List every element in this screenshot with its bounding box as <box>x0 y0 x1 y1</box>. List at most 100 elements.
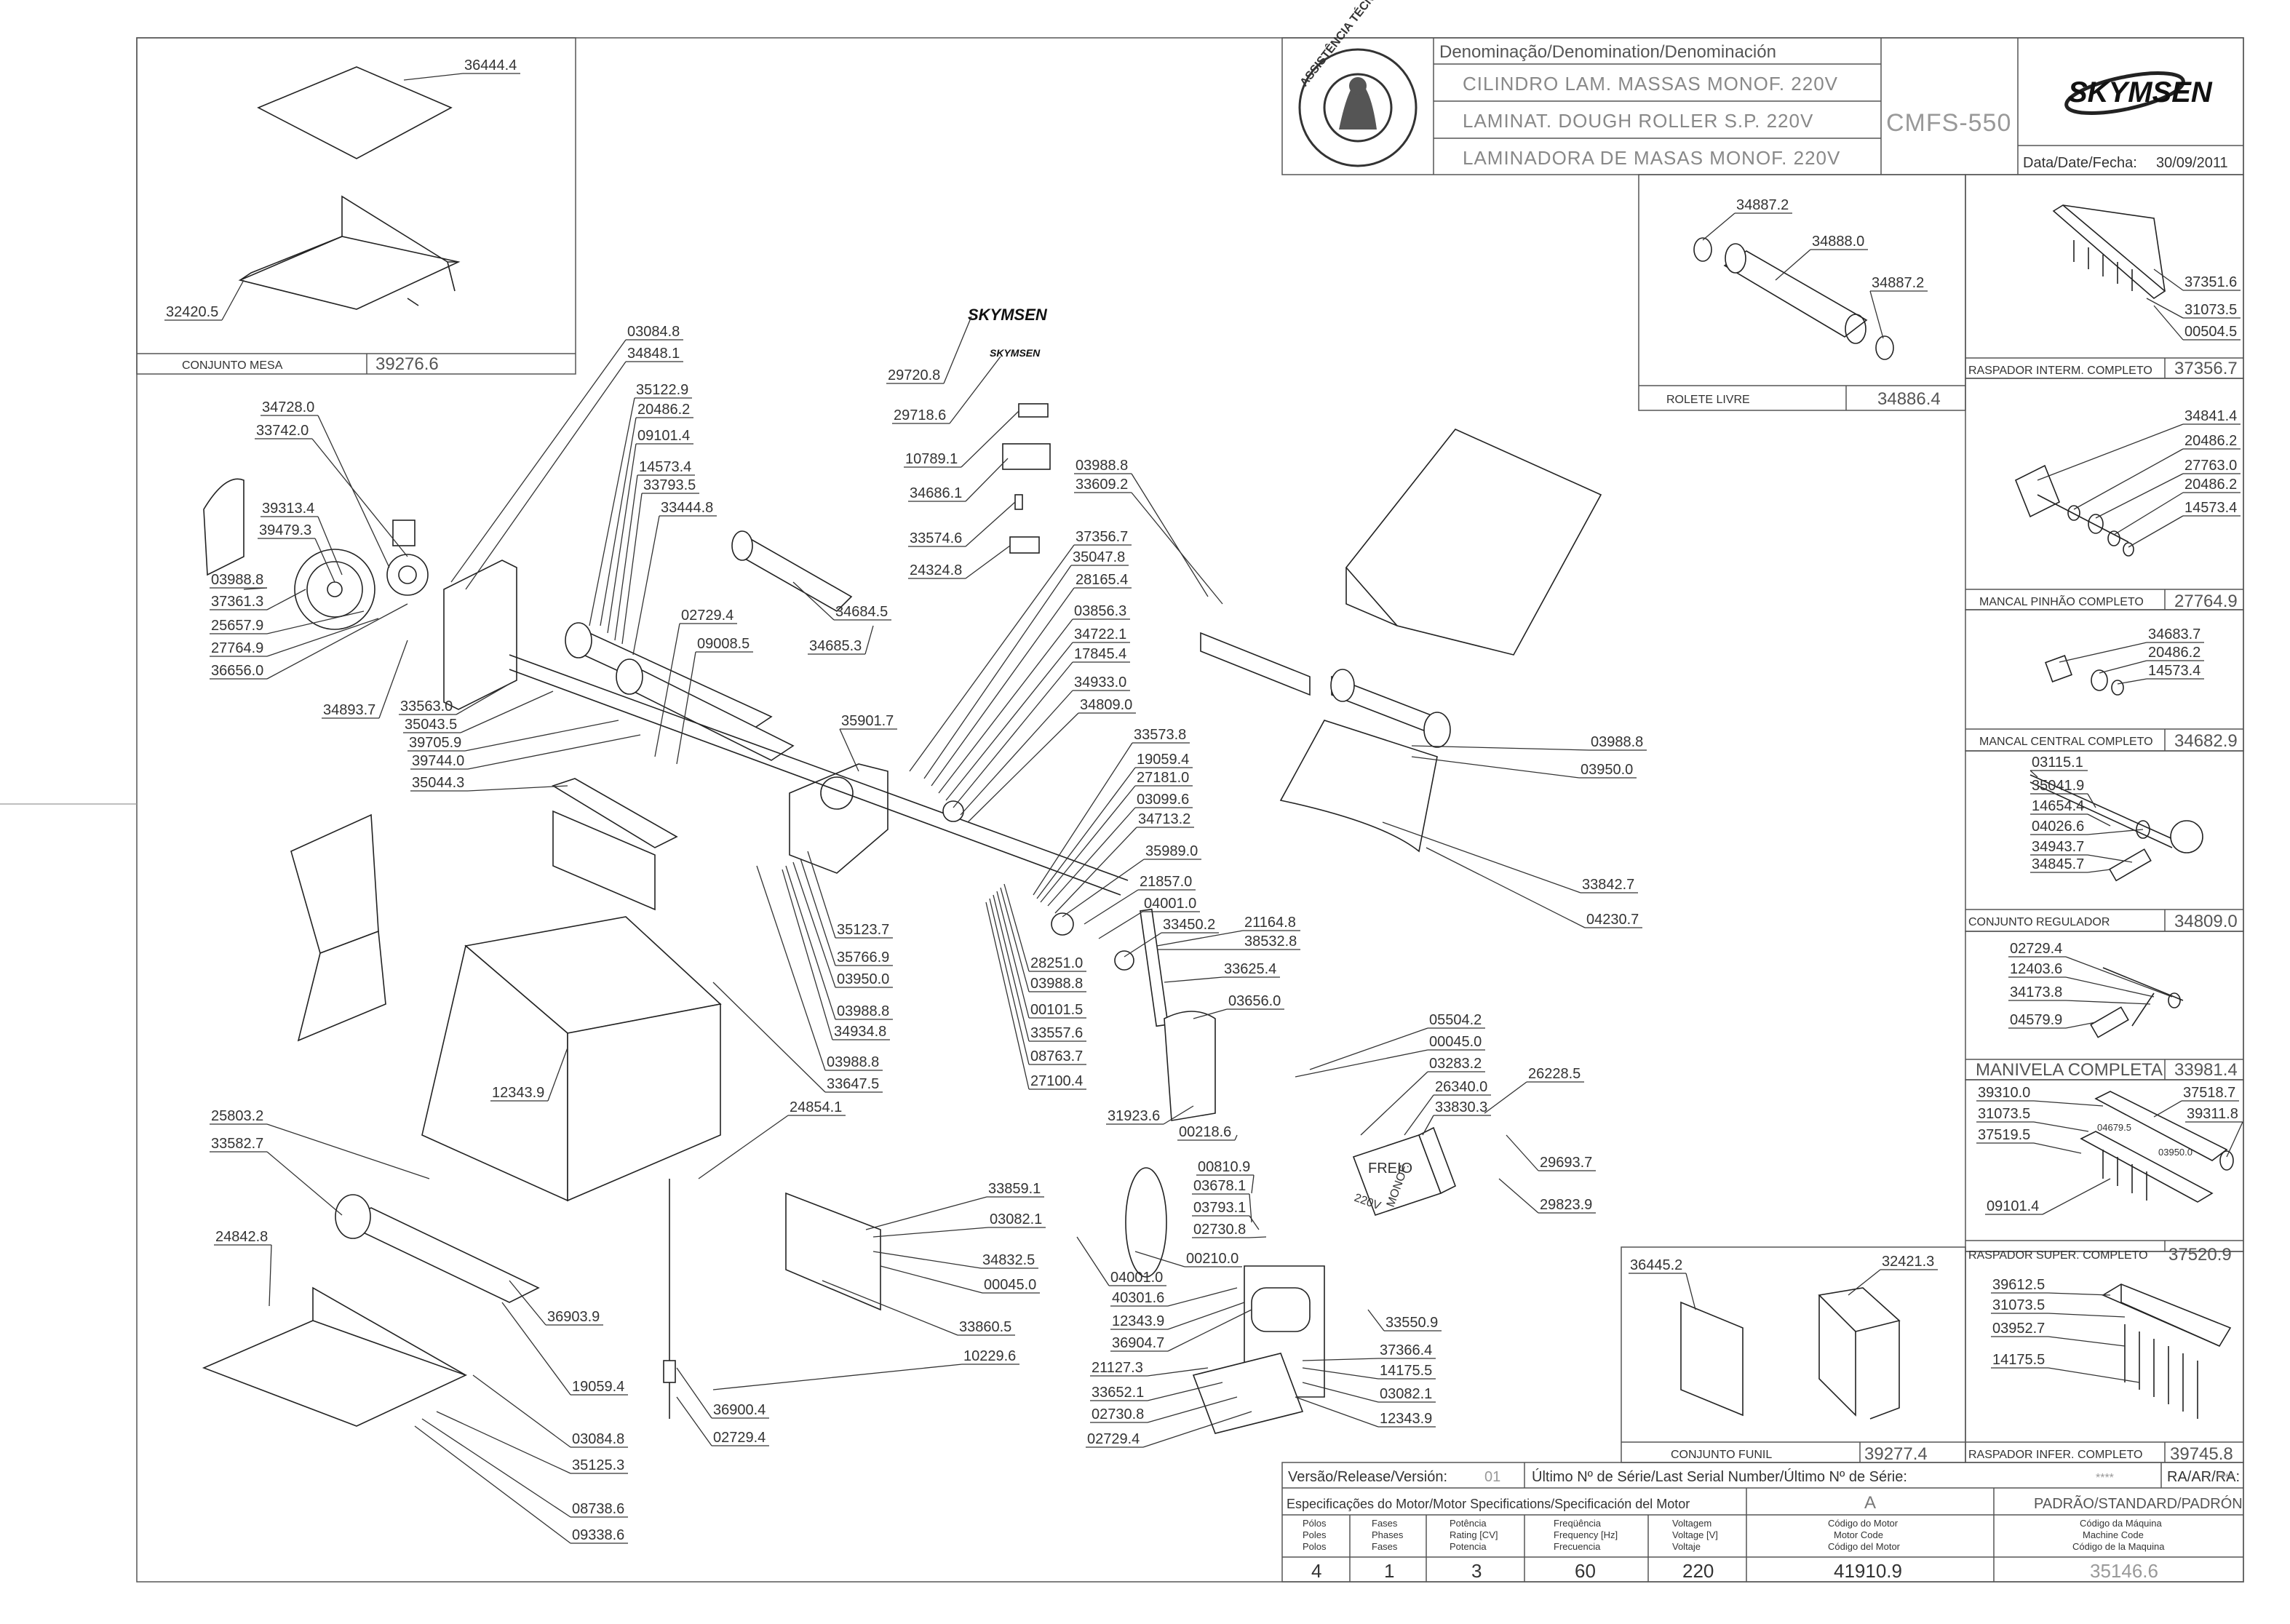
part-label-28-text: 29718.6 <box>894 407 946 423</box>
part-20486-2-c-text: 20486.2 <box>2148 645 2200 661</box>
assembly-code-mancal-pinhao: 27764.9 <box>2174 592 2238 611</box>
assembly-code-raspador-super: 37520.9 <box>2168 1245 2232 1265</box>
part-label-60-text: 34934.8 <box>834 1024 886 1040</box>
footer-table: Versão/Release/Versión: 01 Último Nº de … <box>1281 1462 2244 1583</box>
part-label-43-text: 19059.4 <box>1137 752 1189 768</box>
part-label-83: 35125.3 <box>436 1411 628 1474</box>
part-label-64-text: 03988.8 <box>1030 976 1083 992</box>
part-label-49: 04001.0 <box>1098 896 1200 939</box>
part-label-45: 03099.6 <box>1047 792 1193 907</box>
col-motor-code-pt: Código do Motor <box>1828 1518 1899 1529</box>
assembly-name-raspador-infer: RASPADOR INFER. COMPLETO <box>1968 1449 2142 1461</box>
col-poles-en: Poles <box>1303 1529 1327 1540</box>
part-label-22-text: 39705.9 <box>409 735 461 751</box>
part-label-42-text: 33573.8 <box>1134 727 1186 743</box>
part-label-37-text: 34722.1 <box>1074 626 1126 642</box>
brake-label: FREIO <box>1368 1161 1412 1177</box>
part-label-103-text: 00810.9 <box>1198 1159 1250 1175</box>
col-power-es: Potencia <box>1450 1541 1487 1552</box>
part-04579-9-text: 04579.9 <box>2010 1012 2062 1028</box>
scraper-lower-drawing <box>2102 1283 2232 1419</box>
assembly-name-mancal-pinhao: MANCAL PINHÃO COMPLETO <box>1979 594 2144 608</box>
part-label-94: 05504.2 <box>1309 1012 1485 1070</box>
part-31073-5-s-text: 31073.5 <box>1978 1106 2030 1122</box>
part-label-106: 02730.8 <box>1192 1222 1267 1238</box>
part-label-93: 10229.6 <box>712 1348 1019 1390</box>
ra-value: **** <box>2216 1472 2234 1484</box>
part-label-38-text: 17845.4 <box>1074 646 1126 662</box>
part-label-69: 03988.8 <box>1074 458 1209 597</box>
part-37351-6-text: 37351.6 <box>2184 274 2237 290</box>
part-label-33-text: 37356.7 <box>1076 529 1128 545</box>
assembly-code-mancal-central: 34682.9 <box>2174 731 2238 751</box>
part-label-67-text: 08763.7 <box>1030 1048 1083 1064</box>
part-label-5: 37361.3 <box>210 589 306 610</box>
part-14573-4-p-text: 14573.4 <box>2184 500 2237 516</box>
part-label-70-text: 33609.2 <box>1076 477 1128 493</box>
part-label-96: 03283.2 <box>1360 1056 1485 1136</box>
part-label-23: 39744.0 <box>410 734 641 770</box>
funnel-assembly-drawing <box>1680 1287 1901 1420</box>
part-31073-5-i-text: 31073.5 <box>2184 302 2237 318</box>
part-27763-0-text: 27763.0 <box>2184 458 2237 474</box>
part-label-39-text: 34933.0 <box>1074 674 1126 690</box>
part-label-26: 34685.3 <box>808 625 874 655</box>
part-label-87: 02729.4 <box>676 1396 769 1446</box>
part-label-51-text: 21164.8 <box>1244 915 1296 931</box>
part-04026-6: 04026.6 <box>2030 819 2144 835</box>
part-label-86: 36900.4 <box>676 1367 769 1419</box>
part-label-112: 21127.3 <box>1090 1360 1209 1377</box>
central-bearing-drawing <box>2045 655 2124 696</box>
part-label-100: 29693.7 <box>1506 1134 1596 1171</box>
frequency-value: 60 <box>1575 1560 1596 1582</box>
part-14573-4-c: 14573.4 <box>2117 663 2204 685</box>
motor-rev: A <box>1864 1493 1876 1513</box>
col-poles-es: Polos <box>1303 1541 1327 1552</box>
part-label-85: 09338.6 <box>414 1425 628 1544</box>
part-label-18: 02729.4 <box>654 608 737 757</box>
part-label-105-text: 03793.1 <box>1193 1200 1246 1216</box>
pinion-bearing-drawing <box>2014 464 2134 557</box>
part-label-79-text: 24842.8 <box>215 1229 268 1245</box>
part-label-64: 03988.8 <box>1000 887 1086 992</box>
part-label-90-text: 34832.5 <box>982 1252 1035 1268</box>
part-label-95: 00045.0 <box>1295 1034 1485 1078</box>
part-label-72-text: 03950.0 <box>1581 762 1633 778</box>
part-label-73-text: 33842.7 <box>1582 877 1634 893</box>
part-label-14-text: 09101.4 <box>637 428 690 444</box>
col-machine-code-en: Machine Code <box>2083 1529 2144 1540</box>
part-label-58: 03950.0 <box>792 861 893 988</box>
part-label-16: 33793.5 <box>621 477 699 645</box>
assembly-name-raspador-super: RASPADOR SUPER. COMPLETO <box>1968 1249 2148 1262</box>
part-label-96-text: 03283.2 <box>1429 1056 1482 1072</box>
part-label-13-text: 20486.2 <box>637 402 690 418</box>
part-label-79: 24842.8 <box>214 1229 272 1307</box>
part-label-119: 03082.1 <box>1302 1382 1436 1403</box>
part-label-110: 12343.9 <box>1110 1302 1245 1330</box>
part-34887-2-b-text: 34887.2 <box>1872 275 1924 291</box>
part-label-99: 26228.5 <box>1484 1066 1584 1114</box>
part-35041-9-text: 35041.9 <box>2032 778 2084 794</box>
part-34887-2-b: 34887.2 <box>1869 275 1928 339</box>
part-label-34-text: 35047.8 <box>1073 549 1125 565</box>
part-label-103: 00810.9 <box>1196 1159 1255 1194</box>
part-label-57: 35766.9 <box>800 858 893 966</box>
part-label-61-text: 03988.8 <box>827 1054 879 1070</box>
part-label-44: 27181.0 <box>1040 770 1193 903</box>
part-34888-0: 34888.0 <box>1775 234 1868 281</box>
part-label-55-text: 31923.6 <box>1108 1108 1160 1124</box>
phases-value: 1 <box>1384 1560 1394 1582</box>
part-32420-5: 32420.5 <box>164 279 244 321</box>
brand-logo: SKYMSEN <box>2064 71 2213 115</box>
sheet-border <box>136 37 2244 1583</box>
part-label-37: 34722.1 <box>945 626 1130 801</box>
power-value: 3 <box>1471 1560 1482 1582</box>
part-label-2: 39313.4 <box>261 501 343 576</box>
part-27763-0: 27763.0 <box>2095 458 2241 519</box>
part-14654-4: 14654.4 <box>2030 798 2111 827</box>
part-label-46-text: 34713.2 <box>1138 811 1190 827</box>
part-label-102: 00218.6 <box>1177 1124 1238 1141</box>
part-label-80-text: 36903.9 <box>547 1309 600 1325</box>
part-00504-5: 00504.5 <box>2153 305 2241 341</box>
part-label-109: 40301.6 <box>1110 1287 1238 1307</box>
